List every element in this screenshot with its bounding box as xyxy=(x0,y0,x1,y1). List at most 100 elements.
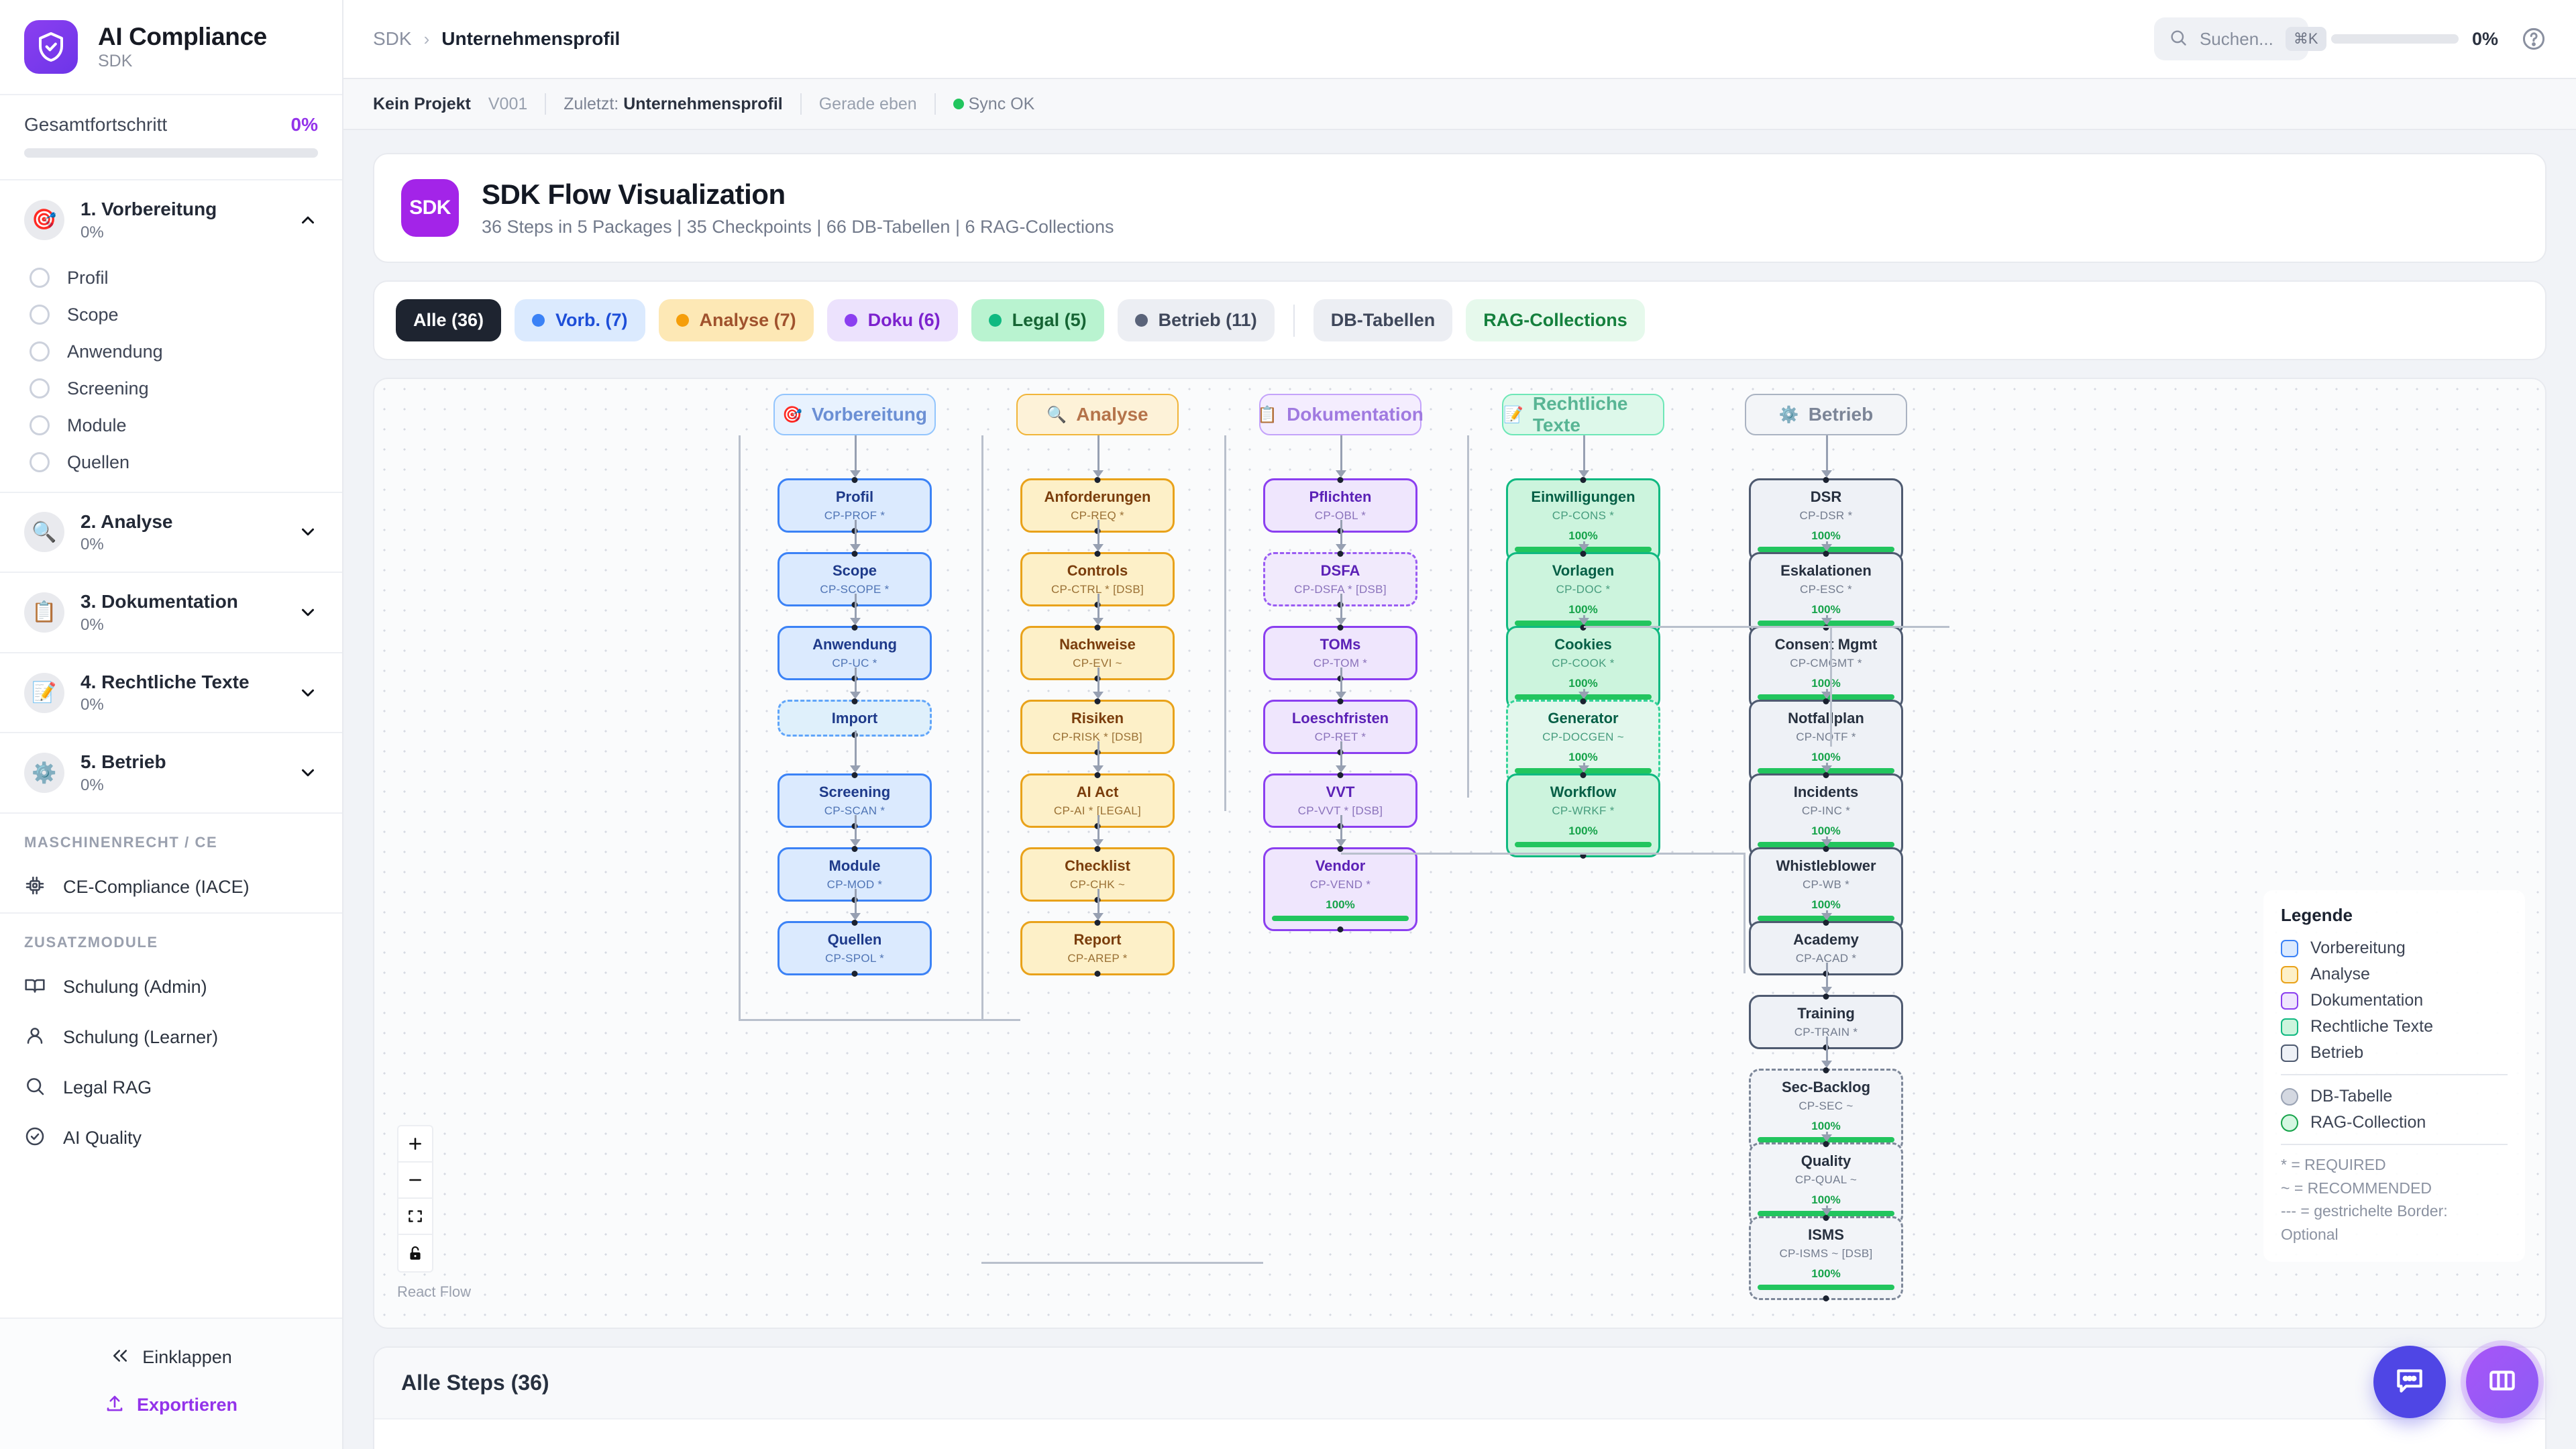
sidebar-item-ai-quality[interactable]: AI Quality xyxy=(0,1113,342,1163)
filter-chip-betrieb-11[interactable]: Betrieb (11) xyxy=(1117,299,1275,341)
brand-header[interactable]: AI Compliance SDK xyxy=(0,0,342,95)
node-port-top[interactable] xyxy=(1580,477,1587,483)
node-port-top[interactable] xyxy=(851,698,858,704)
node-port-top[interactable] xyxy=(1094,698,1101,704)
node-port-top[interactable] xyxy=(1823,846,1829,852)
flow-group-rechtliche-texte[interactable]: 📝Rechtliche Texte xyxy=(1502,393,1664,435)
node-port-bottom[interactable] xyxy=(1580,853,1587,859)
node-port-bottom[interactable] xyxy=(1094,971,1101,977)
sidebar-substep-quellen[interactable]: Quellen xyxy=(0,444,342,481)
substep-radio[interactable] xyxy=(30,305,50,325)
filter-chip-analyse-7[interactable]: Analyse (7) xyxy=(658,299,814,341)
node-port-top[interactable] xyxy=(1823,698,1829,704)
substep-radio[interactable] xyxy=(30,415,50,436)
flow-group-analyse[interactable]: 🔍Analyse xyxy=(1016,394,1179,435)
node-port-top[interactable] xyxy=(1337,625,1344,631)
node-port-top[interactable] xyxy=(1094,920,1101,926)
node-port-top[interactable] xyxy=(851,551,858,557)
export-button[interactable]: Exportieren xyxy=(0,1381,342,1429)
sidebar-substep-profil[interactable]: Profil xyxy=(0,260,342,297)
node-port-top[interactable] xyxy=(851,846,858,852)
breadcrumb-root[interactable]: SDK xyxy=(373,28,412,49)
substep-radio[interactable] xyxy=(30,268,50,288)
sidebar-item-schulung-admin[interactable]: Schulung (Admin) xyxy=(0,962,342,1012)
node-port-top[interactable] xyxy=(1580,625,1587,631)
chevron-up-icon[interactable] xyxy=(298,210,318,230)
chevron-down-icon[interactable] xyxy=(298,602,318,623)
filter-chip-vorb-7[interactable]: Vorb. (7) xyxy=(515,299,645,341)
node-port-bottom[interactable] xyxy=(851,971,858,977)
zoom-in-button[interactable] xyxy=(398,1126,432,1163)
chat-fab-button[interactable] xyxy=(2373,1346,2446,1418)
filter-chip-legal-5[interactable]: Legal (5) xyxy=(971,299,1104,341)
node-port-top[interactable] xyxy=(851,477,858,483)
node-port-top[interactable] xyxy=(1823,477,1829,483)
fit-view-icon[interactable] xyxy=(398,1199,432,1235)
node-port-top[interactable] xyxy=(851,625,858,631)
node-port-top[interactable] xyxy=(1337,551,1344,557)
flow-group-dokumentation[interactable]: 📋Dokumentation xyxy=(1257,394,1424,435)
react-flow-attribution[interactable]: React Flow xyxy=(397,1283,472,1300)
node-port-top[interactable] xyxy=(1094,625,1101,631)
node-port-top[interactable] xyxy=(1337,772,1344,778)
node-port-top[interactable] xyxy=(1094,846,1101,852)
filter-chip-rag-collections[interactable]: RAG-Collections xyxy=(1466,299,1645,341)
node-port-top[interactable] xyxy=(1823,551,1829,557)
flow-group-betrieb[interactable]: ⚙️Betrieb xyxy=(1745,394,1907,435)
node-port-top[interactable] xyxy=(1823,1141,1829,1147)
node-port-top[interactable] xyxy=(1823,994,1829,1000)
node-port-top[interactable] xyxy=(1094,551,1101,557)
flow-group-vorbereitung[interactable]: 🎯Vorbereitung xyxy=(773,394,936,435)
sidebar-item-ce-compliance[interactable]: CE-Compliance (IACE) xyxy=(0,862,342,912)
lock-icon[interactable] xyxy=(398,1235,432,1271)
node-port-top[interactable] xyxy=(1580,551,1587,557)
help-icon[interactable] xyxy=(2521,26,2546,52)
node-port-top[interactable] xyxy=(1337,477,1344,483)
chevron-down-icon[interactable] xyxy=(298,763,318,783)
node-port-bottom[interactable] xyxy=(1823,1295,1829,1302)
filter-chip-doku-6[interactable]: Doku (6) xyxy=(826,299,958,341)
node-port-top[interactable] xyxy=(1580,772,1587,778)
node-port-top[interactable] xyxy=(1823,772,1829,778)
node-port-top[interactable] xyxy=(1823,1067,1829,1073)
sidebar-substep-anwendung[interactable]: Anwendung xyxy=(0,333,342,370)
node-port-top[interactable] xyxy=(1094,477,1101,483)
search-input[interactable]: Suchen... ⌘K xyxy=(2153,17,2326,60)
collapse-sidebar-button[interactable]: Einklappen xyxy=(0,1334,342,1381)
substep-radio[interactable] xyxy=(30,378,50,399)
filter-chip-alle-36[interactable]: Alle (36) xyxy=(396,299,502,341)
flow-canvas[interactable]: 🎯Vorbereitung 🔍Analyse 📋Dokumentation 📝Rech… xyxy=(373,378,2546,1329)
flow-node-import[interactable]: Import xyxy=(777,698,932,739)
node-port-top[interactable] xyxy=(1823,1215,1829,1221)
substep-radio[interactable] xyxy=(30,341,50,362)
node-port-top[interactable] xyxy=(1337,698,1344,704)
node-port-top[interactable] xyxy=(851,772,858,778)
node-port-bottom[interactable] xyxy=(1337,926,1344,933)
node-port-top[interactable] xyxy=(1094,772,1101,778)
chevron-down-icon[interactable] xyxy=(298,683,318,703)
sidebar-substep-scope[interactable]: Scope xyxy=(0,297,342,333)
sidebar-substep-module[interactable]: Module xyxy=(0,407,342,444)
sidebar-item-legal-rag[interactable]: Legal RAG xyxy=(0,1063,342,1113)
node-port-top[interactable] xyxy=(1337,846,1344,852)
node-port-top[interactable] xyxy=(851,920,858,926)
sidebar-item-schulung-learner[interactable]: Schulung (Learner) xyxy=(0,1012,342,1063)
node-port-top[interactable] xyxy=(1823,920,1829,926)
node-port-top[interactable] xyxy=(1580,698,1587,704)
filter-chip-db-tabellen[interactable]: DB-Tabellen xyxy=(1313,299,1453,341)
chevron-down-icon[interactable] xyxy=(298,522,318,542)
